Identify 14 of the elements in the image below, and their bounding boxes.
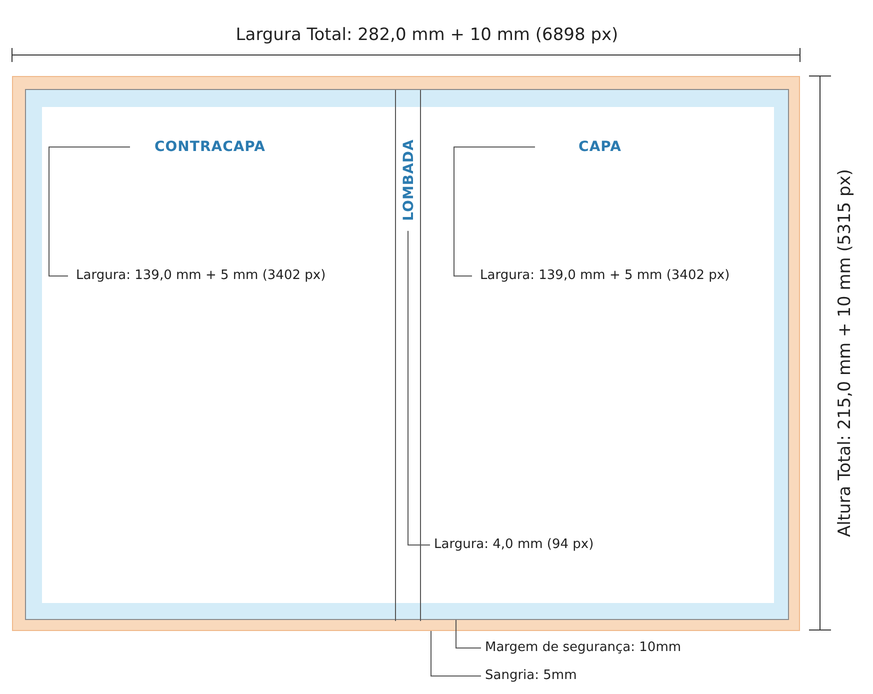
panel-title: CONTRACAPA xyxy=(154,138,266,156)
leader-label: Sangria: 5mm xyxy=(485,668,577,684)
leader-line xyxy=(408,230,430,546)
dimension-label: Largura: 139,0 mm + 5 mm (3402 px) xyxy=(480,268,730,284)
spine-title: LOMBADA xyxy=(400,139,418,221)
dimension-label: Largura: 4,0 mm (94 px) xyxy=(434,537,594,553)
dimension-label: Largura Total: 282,0 mm + 10 mm (6898 px) xyxy=(236,24,618,46)
leader-line xyxy=(430,630,482,676)
dimension-label: Altura Total: 215,0 mm + 10 mm (5315 px) xyxy=(834,168,856,538)
spine-panel xyxy=(395,90,421,621)
panel-title: CAPA xyxy=(578,138,622,156)
leader-line xyxy=(456,620,482,648)
dimension-label: Largura: 139,0 mm + 5 mm (3402 px) xyxy=(76,268,326,284)
leader-label: Margem de segurança: 10mm xyxy=(485,640,682,656)
